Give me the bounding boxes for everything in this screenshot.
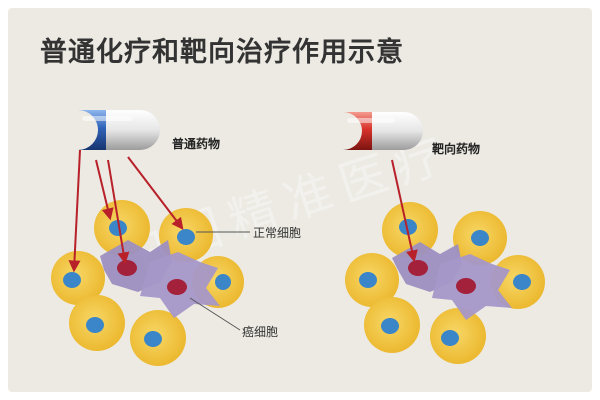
normal-drug-label: 普通药物: [172, 137, 221, 151]
normal-cell: [453, 211, 507, 265]
targeted-drug-capsule-icon: [343, 112, 423, 150]
cancer-cell-label: 癌细胞: [242, 325, 279, 339]
normal-cells-right: [345, 202, 545, 364]
diagram-title: 普通化疗和靶向治疗作用示意: [40, 37, 404, 68]
normal-cell: [130, 310, 186, 366]
targeted-drug-label: 靶向药物: [432, 142, 481, 156]
normal-cell: [345, 253, 399, 307]
targeted-drug-arrow: [391, 159, 418, 263]
normal-drug-capsule-icon: [78, 110, 160, 150]
normal-cell: [51, 251, 105, 305]
normal-cell: [364, 297, 420, 353]
cancer-cell-leader-line: [189, 297, 241, 331]
normal-cell: [69, 295, 125, 351]
normal-cell-label: 正常细胞: [253, 226, 302, 240]
normal-drug-arrows: [68, 149, 184, 273]
normal-cell: [430, 308, 486, 364]
normal-cell: [382, 202, 438, 258]
